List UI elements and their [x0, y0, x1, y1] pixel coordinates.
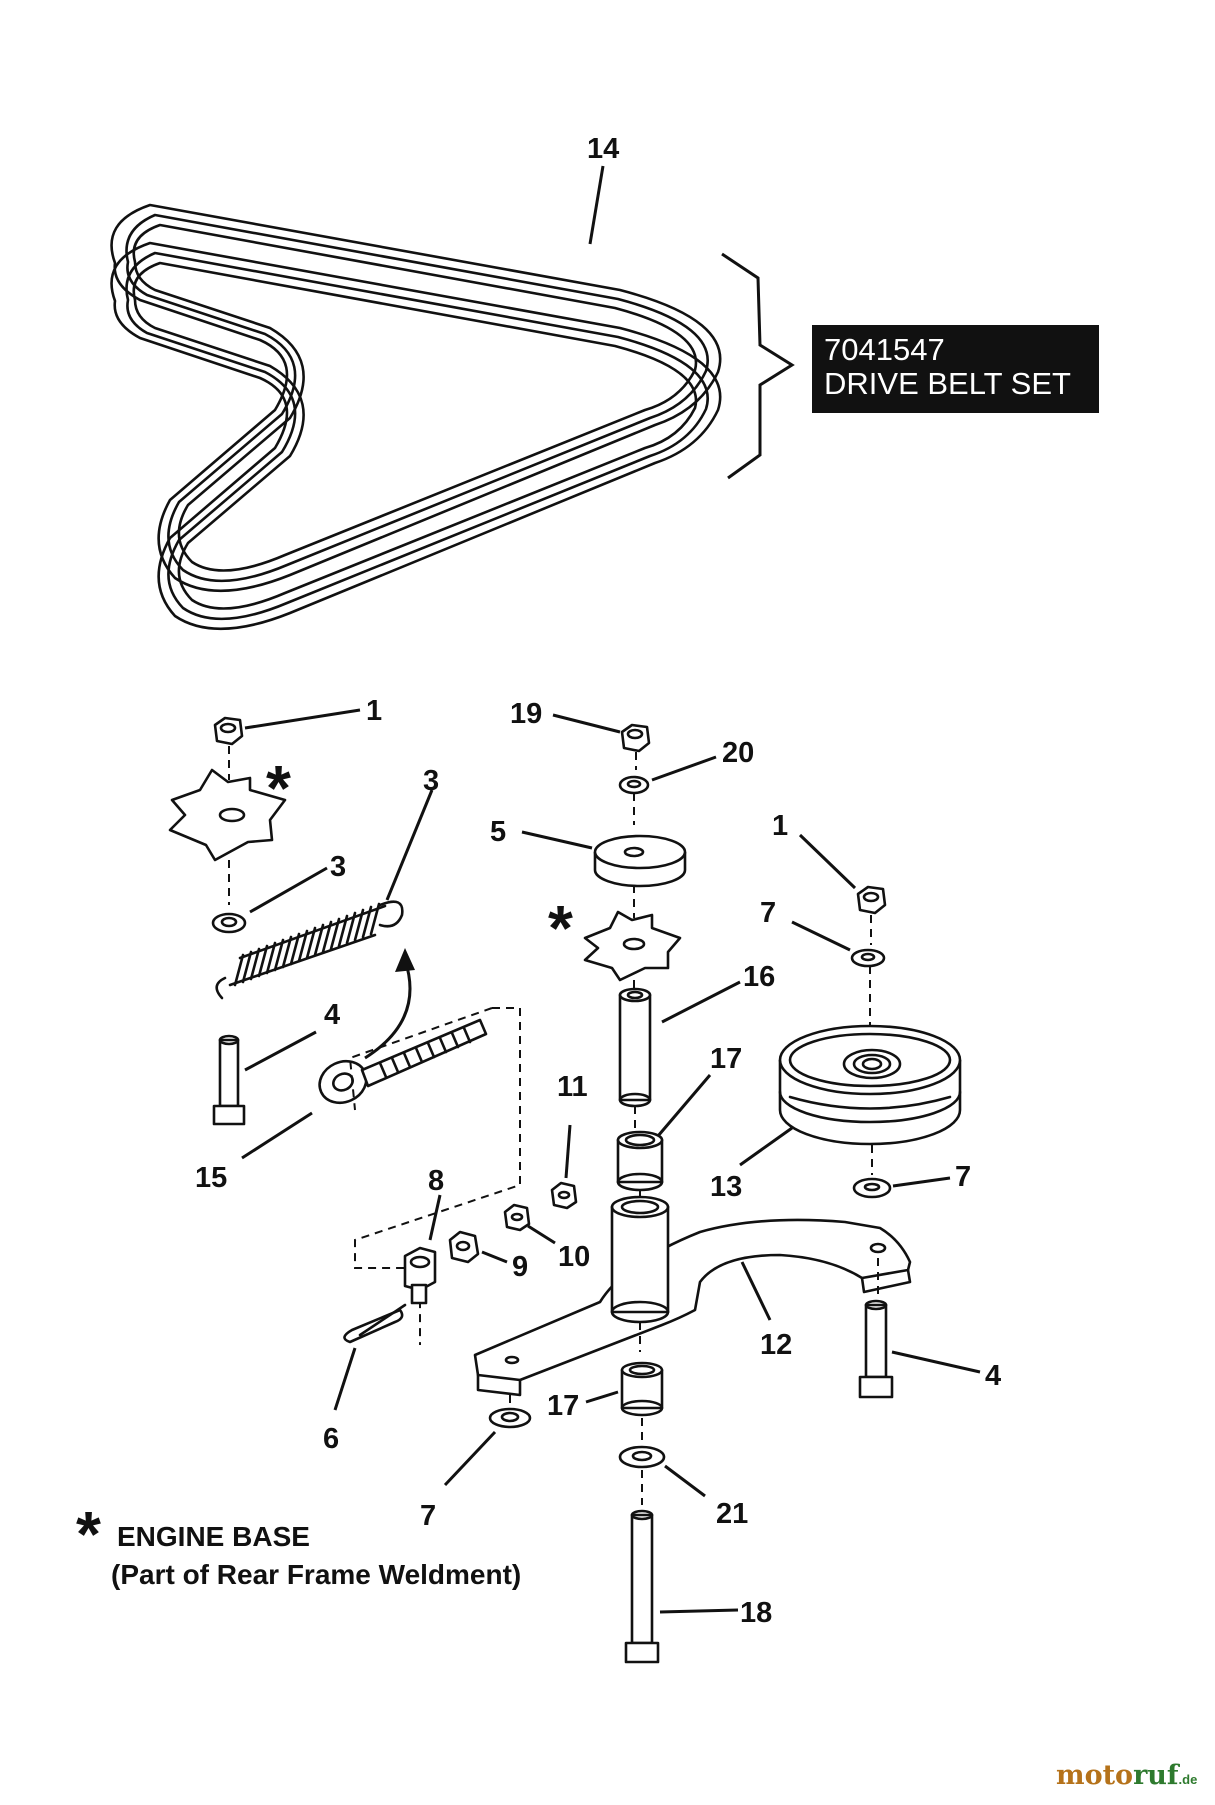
- callout-16: 16: [743, 961, 775, 993]
- callout-17-upper: 17: [710, 1043, 742, 1075]
- watermark-part2: ruf: [1133, 1760, 1181, 1791]
- svg-text:motoruf.de: motoruf.de: [1056, 1760, 1197, 1791]
- engine-base-plate-center: [583, 910, 682, 982]
- callout-19: 19: [510, 698, 542, 730]
- flat-washer-right: [852, 1177, 892, 1199]
- callout-3: 3: [423, 765, 439, 797]
- hex-nut-right: [856, 885, 887, 915]
- hex-bolt-left: [212, 1034, 246, 1126]
- callout-6: 6: [323, 1423, 339, 1455]
- callout-17-lower: 17: [547, 1390, 579, 1422]
- callout-5: 5: [490, 816, 506, 848]
- bushing-upper: [616, 1130, 664, 1192]
- drive-belt-set: [110, 203, 722, 631]
- assembly-arrow: [364, 959, 412, 1060]
- hex-bolt-right: [858, 1299, 894, 1399]
- flat-washer-center: [618, 1445, 666, 1469]
- asterisk-left: *: [266, 752, 291, 824]
- watermark-logo: motoruf.de: [1056, 1760, 1197, 1791]
- callout-7-lower-left: 7: [420, 1500, 436, 1532]
- callout-4-left: 4: [324, 999, 340, 1031]
- note-asterisk: *: [76, 1498, 101, 1570]
- idler-pulley: [778, 1024, 962, 1146]
- bushing-lower: [620, 1361, 664, 1417]
- pivot-hub: [610, 1195, 670, 1324]
- spacer-sleeve: [618, 987, 652, 1108]
- watermark-suffix: .de: [1179, 1772, 1198, 1787]
- lock-washer: [211, 912, 247, 934]
- jam-nut: [448, 1230, 480, 1264]
- watermark-part1: moto: [1056, 1760, 1133, 1791]
- engine-base-note: * ENGINE BASE (Part of Rear Frame Weldme…: [76, 1498, 521, 1590]
- adjuster-group-outline: [348, 1007, 521, 1345]
- flat-washer-upper-right: [850, 948, 886, 968]
- engine-base-plate-left: [168, 768, 287, 862]
- callout-14: 14: [587, 133, 619, 165]
- note-subtitle: (Part of Rear Frame Weldment): [111, 1559, 521, 1590]
- callout-7-upper-right: 7: [760, 897, 776, 929]
- spacer-disc: [593, 834, 687, 888]
- callout-20: 20: [722, 737, 754, 769]
- hex-bolt-long: [624, 1509, 660, 1664]
- callout-11: 11: [557, 1071, 588, 1103]
- callout-21: 21: [716, 1498, 748, 1530]
- callout-13: 13: [710, 1171, 742, 1203]
- note-title: ENGINE BASE: [117, 1521, 310, 1552]
- kit-name: DRIVE BELT SET: [824, 366, 1071, 401]
- callout-12: 12: [760, 1329, 792, 1361]
- eyebolt: [318, 1018, 488, 1105]
- callout-10: 10: [558, 1241, 590, 1273]
- hex-nut-center: [620, 723, 651, 753]
- callout-1-right: 1: [772, 810, 788, 842]
- kit-part-number: 7041547: [824, 332, 945, 367]
- extension-spring: [215, 900, 404, 1000]
- belt-set-bracket: [721, 252, 795, 480]
- kit-label-box: 7041547 DRIVE BELT SET: [812, 325, 1099, 413]
- lock-washer-center: [618, 775, 650, 795]
- flat-washer-left: [488, 1407, 532, 1429]
- hairpin-clip: [343, 1303, 407, 1344]
- callout-4-right: 4: [985, 1360, 1001, 1392]
- asterisk-center: *: [548, 892, 573, 964]
- idler-arm: [473, 1218, 912, 1397]
- hex-nut-small: [503, 1203, 531, 1232]
- clevis-block: [403, 1246, 437, 1305]
- callout-15: 15: [195, 1162, 227, 1194]
- callout-18: 18: [740, 1597, 772, 1629]
- lock-nut: [550, 1181, 578, 1210]
- hex-nut-left: [213, 716, 244, 746]
- callout-7-right: 7: [955, 1161, 971, 1193]
- callout-1-left: 1: [366, 695, 382, 727]
- callout-2: 3: [330, 851, 346, 883]
- callout-8: 8: [428, 1165, 444, 1197]
- callout-9: 9: [512, 1251, 528, 1283]
